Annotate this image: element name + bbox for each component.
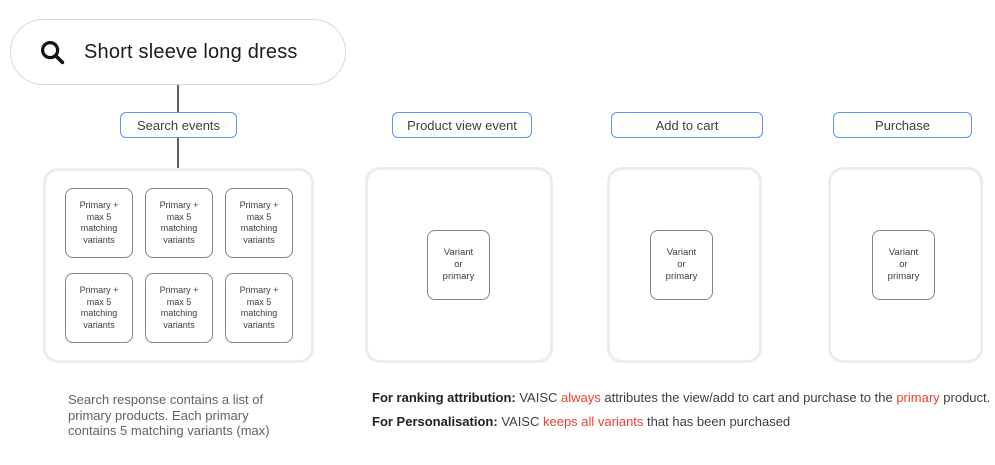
attribution-notes: For ranking attribution: VAISC always at… [372, 390, 990, 438]
add-to-cart-container [607, 167, 762, 363]
event-label-text: Add to cart [655, 117, 719, 133]
search-query: Short sleeve long dress [84, 40, 298, 63]
search-events-container: Primary + max 5 matching variants Primar… [43, 168, 314, 363]
variant-or-primary-box: Variant or primary [427, 230, 490, 300]
personalisation-note: For Personalisation: VAISC keeps all var… [372, 414, 990, 430]
primary-variant-box: Primary + max 5 matching variants [65, 273, 133, 343]
search-bar[interactable]: Short sleeve long dress [10, 19, 346, 85]
event-label-add-to-cart: Add to cart [611, 112, 763, 138]
note-prefix: For ranking attribution: [372, 390, 516, 405]
event-label-product-view: Product view event [392, 112, 532, 138]
primary-variant-box: Primary + max 5 matching variants [225, 188, 293, 258]
ranking-attribution-note: For ranking attribution: VAISC always at… [372, 390, 990, 406]
note-text: VAISC [497, 414, 543, 429]
primary-variant-box: Primary + max 5 matching variants [145, 188, 213, 258]
note-highlight: keeps all variants [542, 414, 644, 429]
primary-variant-box: Primary + max 5 matching variants [145, 273, 213, 343]
primary-variant-box: Primary + max 5 matching variants [225, 273, 293, 343]
note-text: VAISC [515, 390, 561, 405]
search-icon [37, 37, 67, 67]
variant-or-primary-box: Variant or primary [650, 230, 713, 300]
variant-or-primary-box: Variant or primary [872, 230, 935, 300]
event-label-search-events: Search events [120, 112, 237, 138]
primary-variant-box: Primary + max 5 matching variants [65, 188, 133, 258]
event-label-text: Purchase [875, 117, 930, 133]
note-text: that has been purchased [643, 414, 791, 429]
note-highlight: primary [896, 390, 940, 405]
note-highlight: always [561, 390, 601, 405]
note-text: attributes the view/add to cart and purc… [600, 390, 897, 405]
event-label-text: Product view event [407, 117, 517, 133]
note-text: product. [939, 390, 991, 405]
search-response-caption: Search response contains a list of prima… [68, 392, 270, 438]
note-prefix: For Personalisation: [372, 414, 498, 429]
event-label-text: Search events [136, 117, 221, 133]
event-label-purchase: Purchase [833, 112, 972, 138]
